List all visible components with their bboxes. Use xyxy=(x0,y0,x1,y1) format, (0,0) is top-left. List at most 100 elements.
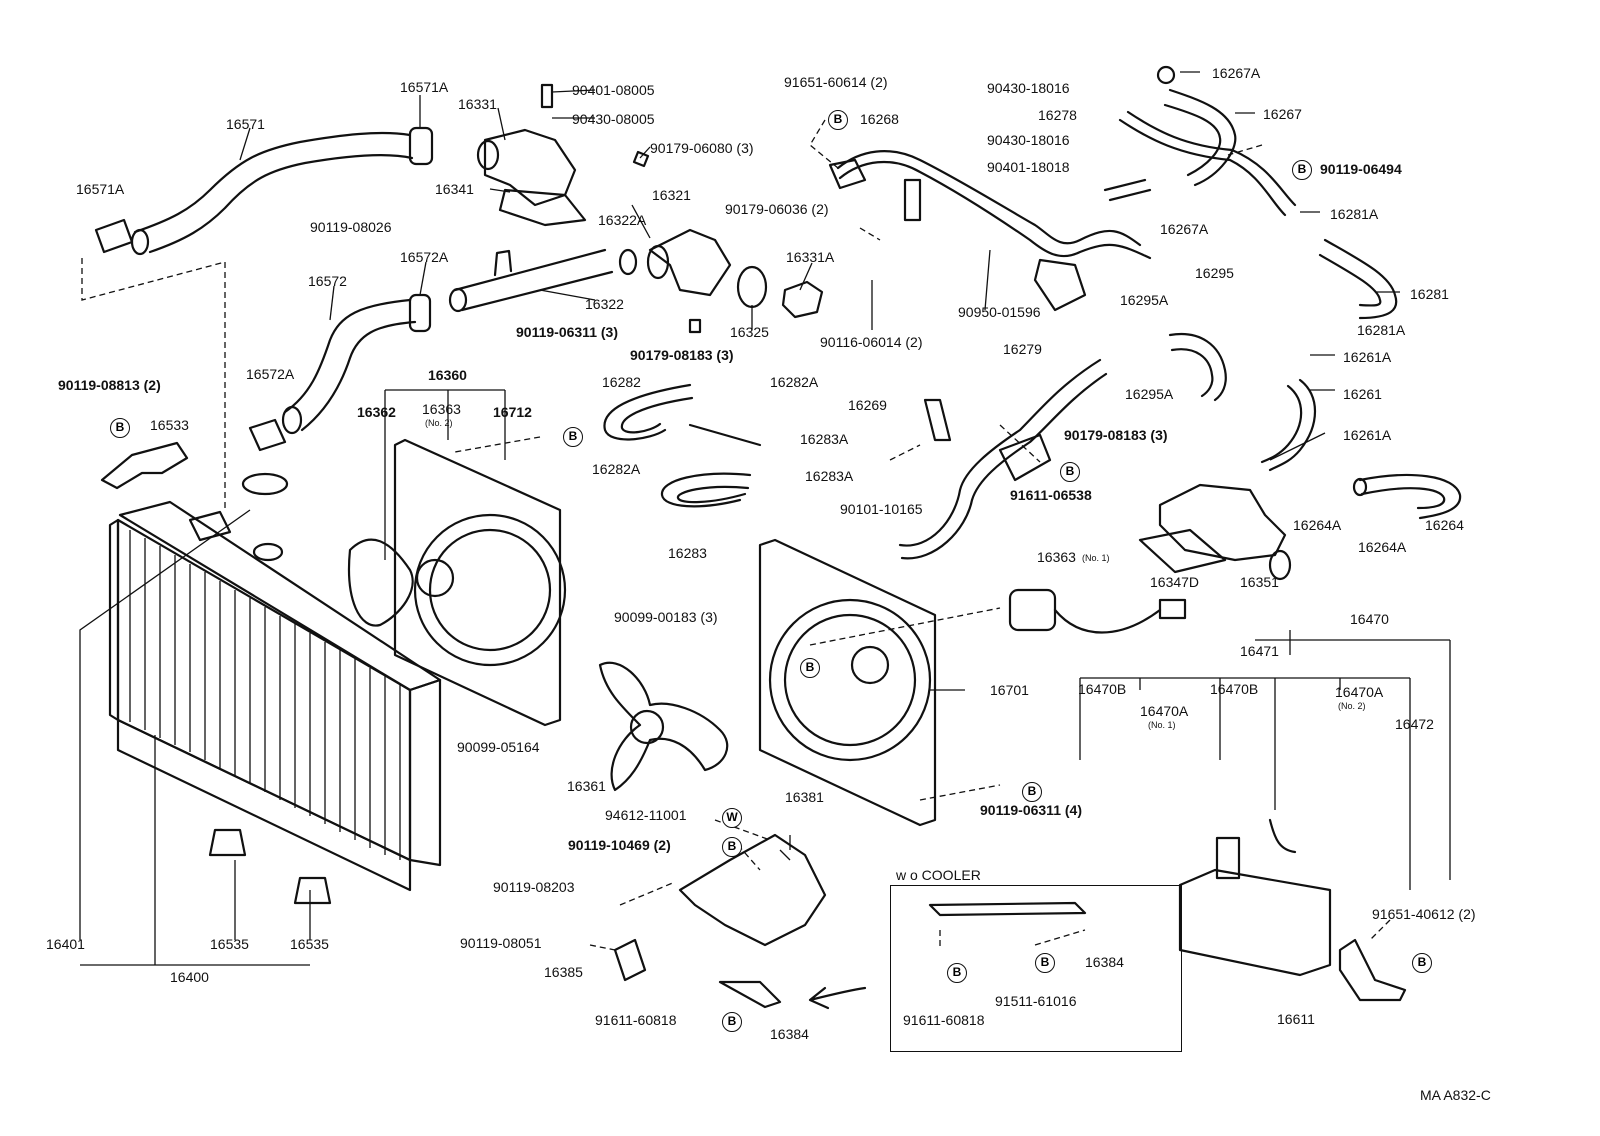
label-16384-main: 16384 xyxy=(770,1026,809,1042)
label-16572: 16572 xyxy=(308,273,347,289)
small-hoses xyxy=(603,383,762,508)
label-16471: 16471 xyxy=(1240,643,1279,659)
arrow-to-box xyxy=(808,986,867,1010)
label-16351: 16351 xyxy=(1240,574,1279,590)
label-16331: 16331 xyxy=(458,96,497,112)
label-16267A-bottom: 16267A xyxy=(1160,221,1209,237)
label-90116-06014: 90116-06014 (2) xyxy=(820,334,923,350)
label-16282: 16282 xyxy=(602,374,641,390)
label-16347D: 16347D xyxy=(1150,574,1200,590)
label-16470B-left: 16470B xyxy=(1078,681,1127,697)
label-16363-no1: 16363 xyxy=(1037,549,1076,565)
label-16264: 16264 xyxy=(1425,517,1464,533)
label-16712: 16712 xyxy=(493,404,532,420)
fan-shroud-16712 xyxy=(348,438,567,727)
diagram-code: MA A832-C xyxy=(1420,1087,1491,1103)
mark-b-91611-60818-main: B xyxy=(722,1012,742,1032)
label-16282A-right: 16282A xyxy=(770,374,819,390)
label-16533: 16533 xyxy=(150,417,189,433)
water-inlet-pipe xyxy=(448,228,824,334)
upper-radiator-hose xyxy=(94,126,434,256)
sublabel-no1-a: (No. 1) xyxy=(1082,553,1110,563)
label-16282A-left: 16282A xyxy=(592,461,641,477)
mark-b-90119-06494: B xyxy=(1292,160,1312,180)
brackets xyxy=(100,398,1407,1009)
label-90430-08005: 90430-08005 xyxy=(572,111,655,127)
label-90401-18018: 90401-18018 xyxy=(987,159,1070,175)
label-16267: 16267 xyxy=(1263,106,1302,122)
label-16571: 16571 xyxy=(226,116,265,132)
label-90179-06080: 90179-06080 (3) xyxy=(650,140,754,156)
label-16572A-top: 16572A xyxy=(400,249,449,265)
label-16295: 16295 xyxy=(1195,265,1234,281)
label-16281A-bottom: 16281A xyxy=(1357,322,1406,338)
bypass-pipe-16268 xyxy=(828,150,1152,312)
label-90119-08813: 90119-08813 (2) xyxy=(58,377,161,393)
without-cooler-box xyxy=(890,885,1182,1052)
label-94612-11001: 94612-11001 xyxy=(605,807,687,823)
label-90119-06311-4: 90119-06311 (4) xyxy=(980,802,1082,818)
label-16470B-right: 16470B xyxy=(1210,681,1259,697)
label-90401-08005: 90401-08005 xyxy=(572,82,655,98)
label-90119-10469: 90119-10469 (2) xyxy=(568,837,671,853)
label-90119-06311-3: 90119-06311 (3) xyxy=(516,324,618,340)
label-16261A-bottom: 16261A xyxy=(1343,427,1392,443)
label-90119-08026: 90119-08026 xyxy=(310,219,392,235)
label-90119-06494: 90119-06494 xyxy=(1320,161,1402,177)
water-pipe-16279 xyxy=(898,358,1108,560)
label-16321: 16321 xyxy=(652,187,691,203)
lower-radiator-hose xyxy=(248,293,432,452)
label-16325: 16325 xyxy=(730,324,769,340)
radiator xyxy=(108,472,442,905)
label-16281A-top: 16281A xyxy=(1330,206,1379,222)
label-16279: 16279 xyxy=(1003,341,1042,357)
water-outlet xyxy=(476,83,650,227)
label-16572A-left: 16572A xyxy=(246,366,295,382)
label-16268: 16268 xyxy=(860,111,899,127)
water-housing xyxy=(1138,483,1292,581)
mark-b-91611-06538: B xyxy=(1060,462,1080,482)
label-16267A-top: 16267A xyxy=(1212,65,1261,81)
mark-b-90119-06311-4: B xyxy=(1022,782,1042,802)
mark-b-90119-06311-3: B xyxy=(563,427,583,447)
label-16400: 16400 xyxy=(170,969,209,985)
label-90119-08203: 90119-08203 xyxy=(493,879,575,895)
label-16571A-left: 16571A xyxy=(76,181,125,197)
label-16283A-a: 16283A xyxy=(800,431,849,447)
label-16261: 16261 xyxy=(1343,386,1382,402)
label-90099-05164: 90099-05164 xyxy=(457,739,540,755)
label-16472: 16472 xyxy=(1395,716,1434,732)
label-16611: 16611 xyxy=(1277,1011,1315,1027)
box-title: w o COOLER xyxy=(896,867,981,883)
mark-w-94612-11001: W xyxy=(722,808,742,828)
label-90119-08051: 90119-08051 xyxy=(460,935,542,951)
label-16362: 16362 xyxy=(357,404,396,420)
label-91511-61016: 91511-61016 xyxy=(995,993,1077,1009)
mark-b-91651-60614: B xyxy=(828,110,848,130)
label-90179-08183-top: 90179-08183 (3) xyxy=(630,347,734,363)
label-16283: 16283 xyxy=(668,545,707,561)
label-90101-10165: 90101-10165 xyxy=(840,501,923,517)
fan-shroud-16701 xyxy=(758,538,937,827)
label-16384-box: 16384 xyxy=(1085,954,1124,970)
sublabel-no1-b: (No. 1) xyxy=(1148,720,1176,730)
label-91611-60818-main: 91611-60818 xyxy=(595,1012,677,1028)
label-90430-18016-b: 90430-18016 xyxy=(987,132,1070,148)
label-16322A: 16322A xyxy=(598,212,647,228)
label-91651-60614: 91651-60614 (2) xyxy=(784,74,888,90)
mark-b-91651-40612: B xyxy=(1412,953,1432,973)
label-16264A-a: 16264A xyxy=(1293,517,1342,533)
label-90430-18016-a: 90430-18016 xyxy=(987,80,1070,96)
sublabel-no2-b: (No. 2) xyxy=(1338,701,1366,711)
hose-16261 xyxy=(1260,378,1317,472)
dashed-lines xyxy=(81,119,1391,951)
fan-16361 xyxy=(598,661,729,792)
label-16322: 16322 xyxy=(585,296,624,312)
label-90099-00183: 90099-00183 (3) xyxy=(614,609,718,625)
mark-b-91611-60818-box: B xyxy=(947,963,967,983)
label-16470A-no2: 16470A xyxy=(1335,684,1384,700)
mark-b-90119-08813: B xyxy=(110,418,130,438)
label-16281: 16281 xyxy=(1410,286,1449,302)
label-16385: 16385 xyxy=(544,964,583,980)
label-91651-40612: 91651-40612 (2) xyxy=(1372,906,1476,922)
